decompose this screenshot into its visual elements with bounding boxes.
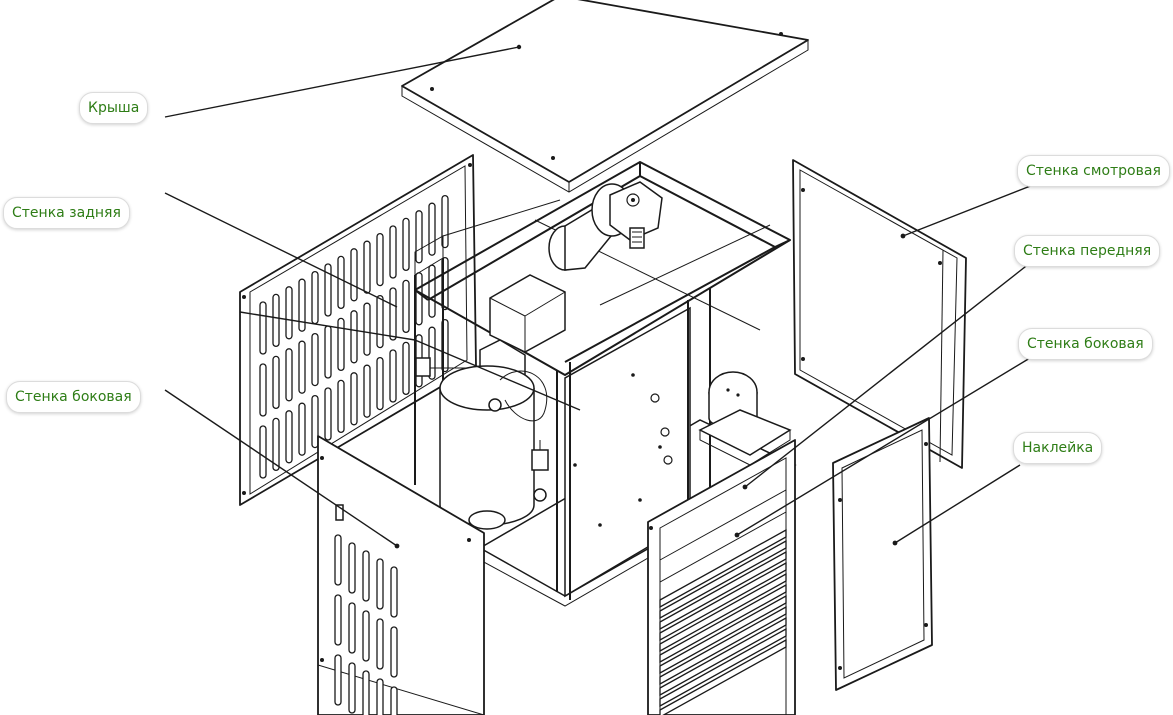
label-side-wall-right[interactable]: Стенка боковая	[1018, 328, 1153, 360]
louver-slot	[272, 293, 280, 348]
grille-louver	[659, 550, 787, 631]
roof-panel	[401, 0, 809, 193]
louver-slot	[376, 232, 384, 287]
louver-slot	[348, 662, 356, 714]
louver-slot	[363, 302, 371, 356]
grille-louver	[659, 539, 787, 620]
louver-slot	[348, 602, 356, 654]
grille-louver	[659, 528, 787, 609]
front-wall-panel	[647, 439, 796, 715]
louver-slot	[259, 363, 267, 417]
louver-slot	[324, 387, 332, 441]
grille-louver	[659, 605, 787, 686]
louver-slot	[350, 248, 358, 302]
louver-slot	[376, 678, 384, 715]
sticker-panel	[832, 417, 933, 691]
louver-slot	[285, 410, 293, 464]
louver-slot	[334, 594, 342, 646]
grille-louver	[659, 561, 787, 642]
leader-lines	[164, 46, 1034, 547]
louver-slot	[334, 534, 342, 586]
louver-slot	[350, 372, 358, 426]
louver-slot	[362, 550, 370, 602]
louver-slot	[402, 217, 410, 272]
louver-slot	[390, 566, 398, 618]
louver-slot	[350, 310, 358, 364]
grille-louver	[659, 616, 787, 697]
view-wall-panel	[792, 159, 967, 469]
louver-slot	[390, 686, 398, 715]
louver-slot	[362, 670, 370, 715]
louver-slot	[324, 325, 332, 379]
louver-slot	[376, 558, 384, 610]
louver-slot	[337, 379, 345, 434]
louver-slot	[324, 263, 332, 317]
label-view-wall[interactable]: Стенка смотровая	[1017, 155, 1170, 187]
grille-louver	[659, 572, 787, 653]
label-back-wall[interactable]: Стенка задняя	[3, 197, 130, 229]
louver-slot	[363, 364, 371, 418]
louver-slot	[428, 264, 436, 318]
label-sticker[interactable]: Наклейка	[1013, 432, 1103, 464]
louver-slot	[259, 425, 267, 479]
label-side-wall-left[interactable]: Стенка боковая	[6, 381, 141, 413]
louver-slot	[362, 610, 370, 662]
grille-louver	[659, 627, 787, 708]
louver-slot	[376, 618, 384, 670]
louver-slot	[376, 356, 384, 411]
louver-slot	[389, 287, 397, 341]
louver-slot	[415, 210, 423, 264]
louver-slot	[428, 202, 436, 256]
louver-slot	[334, 654, 342, 706]
louver-slot	[415, 272, 423, 326]
louver-slot	[402, 341, 410, 396]
louver-slot	[272, 355, 280, 410]
louver-slot	[402, 279, 410, 334]
louver-slot	[376, 294, 384, 349]
louver-slot	[389, 349, 397, 403]
louver-slot	[298, 402, 306, 456]
label-roof[interactable]: Крыша	[79, 92, 149, 124]
side-wall-left-panel	[317, 435, 485, 715]
louver-slot	[285, 286, 293, 340]
louver-slot	[363, 240, 371, 294]
compressor	[698, 371, 792, 466]
louver-slot	[285, 348, 293, 402]
louver-slot	[298, 278, 306, 332]
louver-slot	[272, 417, 280, 472]
label-front-wall[interactable]: Стенка передняя	[1014, 235, 1161, 267]
louver-slot	[337, 255, 345, 310]
louver-slot	[337, 317, 345, 372]
louver-slot	[311, 270, 319, 325]
louver-slot	[298, 340, 306, 394]
louver-slot	[311, 394, 319, 449]
louver-slot	[311, 332, 319, 387]
gear-motor	[548, 181, 663, 271]
grille-louver	[659, 594, 787, 675]
water-tank	[439, 365, 549, 530]
electric-box	[489, 274, 566, 353]
grille-louver	[659, 583, 787, 664]
louver-slot	[389, 225, 397, 279]
louver-slot	[259, 301, 267, 355]
louver-slot	[348, 542, 356, 594]
louver-slot	[390, 626, 398, 678]
